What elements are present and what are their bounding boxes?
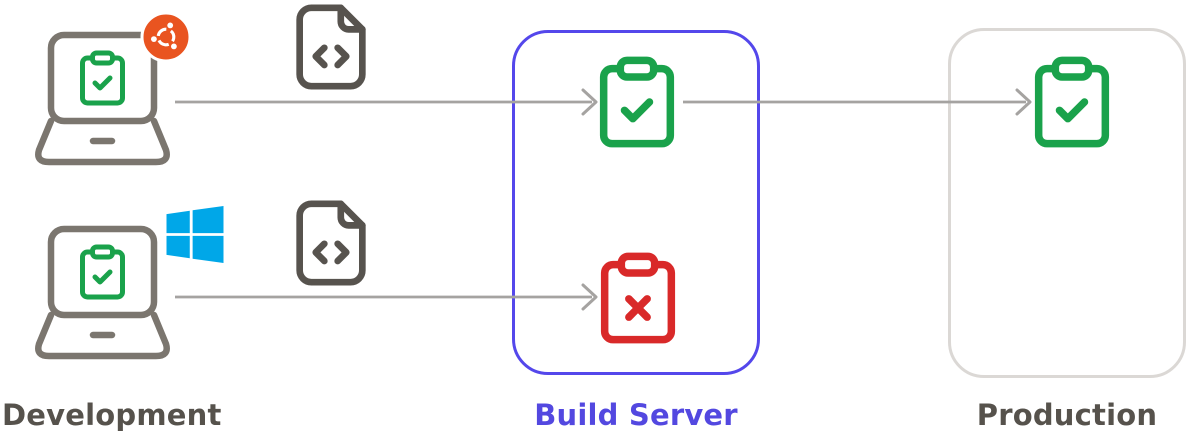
ubuntu-logo-icon [140, 11, 192, 63]
stage-label-development: Development [2, 398, 222, 432]
clipboard-check-icon [80, 244, 125, 300]
production-box [948, 28, 1186, 378]
build-server-box [512, 30, 760, 375]
stage-label-production: Production [976, 398, 1158, 432]
laptop-icon [35, 225, 170, 360]
laptop-icon [35, 31, 170, 166]
ubuntu-laptop [35, 31, 170, 166]
code-file-icon [296, 200, 366, 286]
windows-laptop [35, 225, 170, 360]
clipboard-x-icon [600, 252, 676, 344]
windows-logo-icon [166, 206, 224, 263]
clipboard-check-icon [1034, 56, 1110, 148]
stage-label-build-server: Build Server [534, 398, 738, 432]
code-file-icon [296, 4, 366, 90]
clipboard-check-icon [80, 50, 125, 106]
clipboard-check-icon [599, 56, 675, 148]
